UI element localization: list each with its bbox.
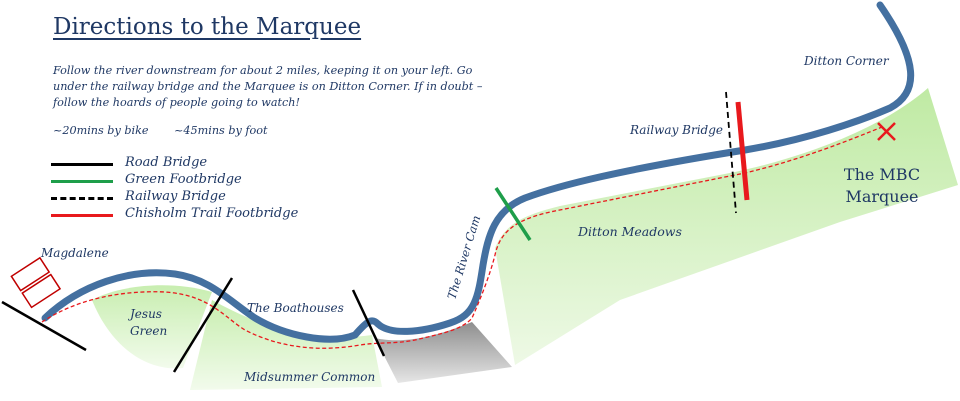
label-marquee-2: Marquee: [845, 187, 918, 206]
green-footbridge: [494, 187, 532, 241]
label-jesus-green-2: Green: [130, 324, 167, 338]
road-bridge-magdalene: [1, 300, 87, 352]
railway-bridge: [725, 91, 737, 214]
label-jesus-green-1: Jesus: [127, 307, 162, 321]
label-ditton-corner: Ditton Corner: [803, 54, 890, 68]
page-title: Directions to the Marquee: [53, 14, 362, 40]
legend-label: Chisholm Trail Footbridge: [125, 206, 299, 221]
ditton-meadows-area: [495, 88, 958, 365]
legend-item-green-footbridge: Green Footbridge: [51, 172, 331, 189]
jesus-green-area: [92, 285, 212, 369]
marquee-marker: [877, 122, 896, 141]
walking-route: [41, 126, 883, 349]
grey-area: [375, 322, 512, 383]
label-boathouses: The Boathouses: [247, 301, 344, 315]
directions-text: Follow the river downstream for about 2 …: [53, 64, 483, 109]
legend-swatch-railway-bridge: [51, 197, 113, 200]
legend-swatch-road-bridge: [51, 163, 113, 166]
label-magdalene: Magdalene: [40, 246, 109, 260]
legend-item-chisholm-trail-footbridge: Chisholm Trail Footbridge: [51, 206, 331, 223]
foot-time: ~45mins by foot: [174, 124, 268, 137]
label-midsummer-common: Midsummer Common: [243, 370, 375, 384]
legend-label: Road Bridge: [125, 155, 208, 170]
legend-swatch-chisholm-trail-footbridge: [51, 214, 113, 217]
label-marquee-1: The MBC: [844, 165, 920, 184]
river-cam: [41, 1, 915, 343]
legend: Road Bridge Green Footbridge Railway Bri…: [51, 155, 331, 223]
road-bridge-boathouses: [351, 289, 386, 357]
legend-swatch-green-footbridge: [51, 180, 113, 183]
label-railway-bridge: Railway Bridge: [629, 123, 723, 137]
legend-item-railway-bridge: Railway Bridge: [51, 189, 331, 206]
label-ditton-meadows: Ditton Meadows: [577, 224, 682, 239]
legend-label: Railway Bridge: [125, 189, 226, 204]
road-bridge-jesus-green: [172, 277, 234, 373]
magdalene-buildings: [10, 256, 62, 309]
chisholm-trail-footbridge: [735, 101, 750, 201]
legend-item-road-bridge: Road Bridge: [51, 155, 331, 172]
bike-time: ~20mins by bike: [53, 124, 149, 137]
travel-times: ~20mins by bike ~45mins by foot: [53, 124, 290, 137]
legend-label: Green Footbridge: [125, 172, 242, 187]
